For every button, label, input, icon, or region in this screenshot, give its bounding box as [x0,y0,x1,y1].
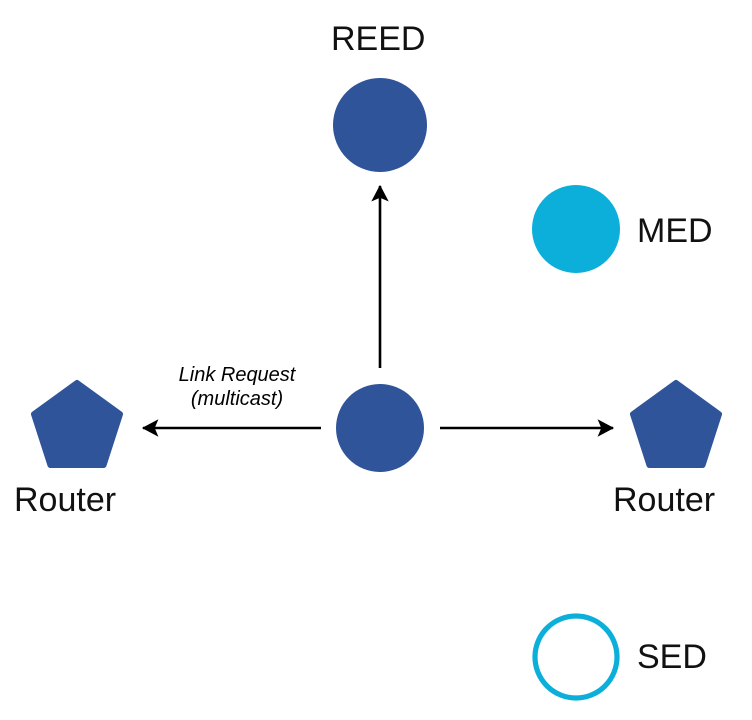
edge-group [141,184,615,437]
node-group [31,78,722,701]
node-label-router-left: Router [14,481,117,519]
node-label-sed: SED [637,638,707,676]
node-sender-circle[interactable] [336,384,424,472]
node-router-left-pentagon[interactable] [31,380,123,468]
edge-label-link-request-line1: Link Request [178,364,296,386]
edge-label-link-request-line2: (multicast) [190,388,284,411]
node-label-med: MED [637,212,713,250]
node-label-reed: REED [331,20,426,58]
edge-label-link-request: Link Request (multicast) [160,363,314,412]
node-label-router-right: Router [613,481,716,519]
node-sed-circle[interactable] [532,613,620,701]
node-router-right-pentagon[interactable] [630,380,722,468]
node-med-circle[interactable] [532,185,620,273]
node-reed-circle[interactable] [333,78,427,172]
